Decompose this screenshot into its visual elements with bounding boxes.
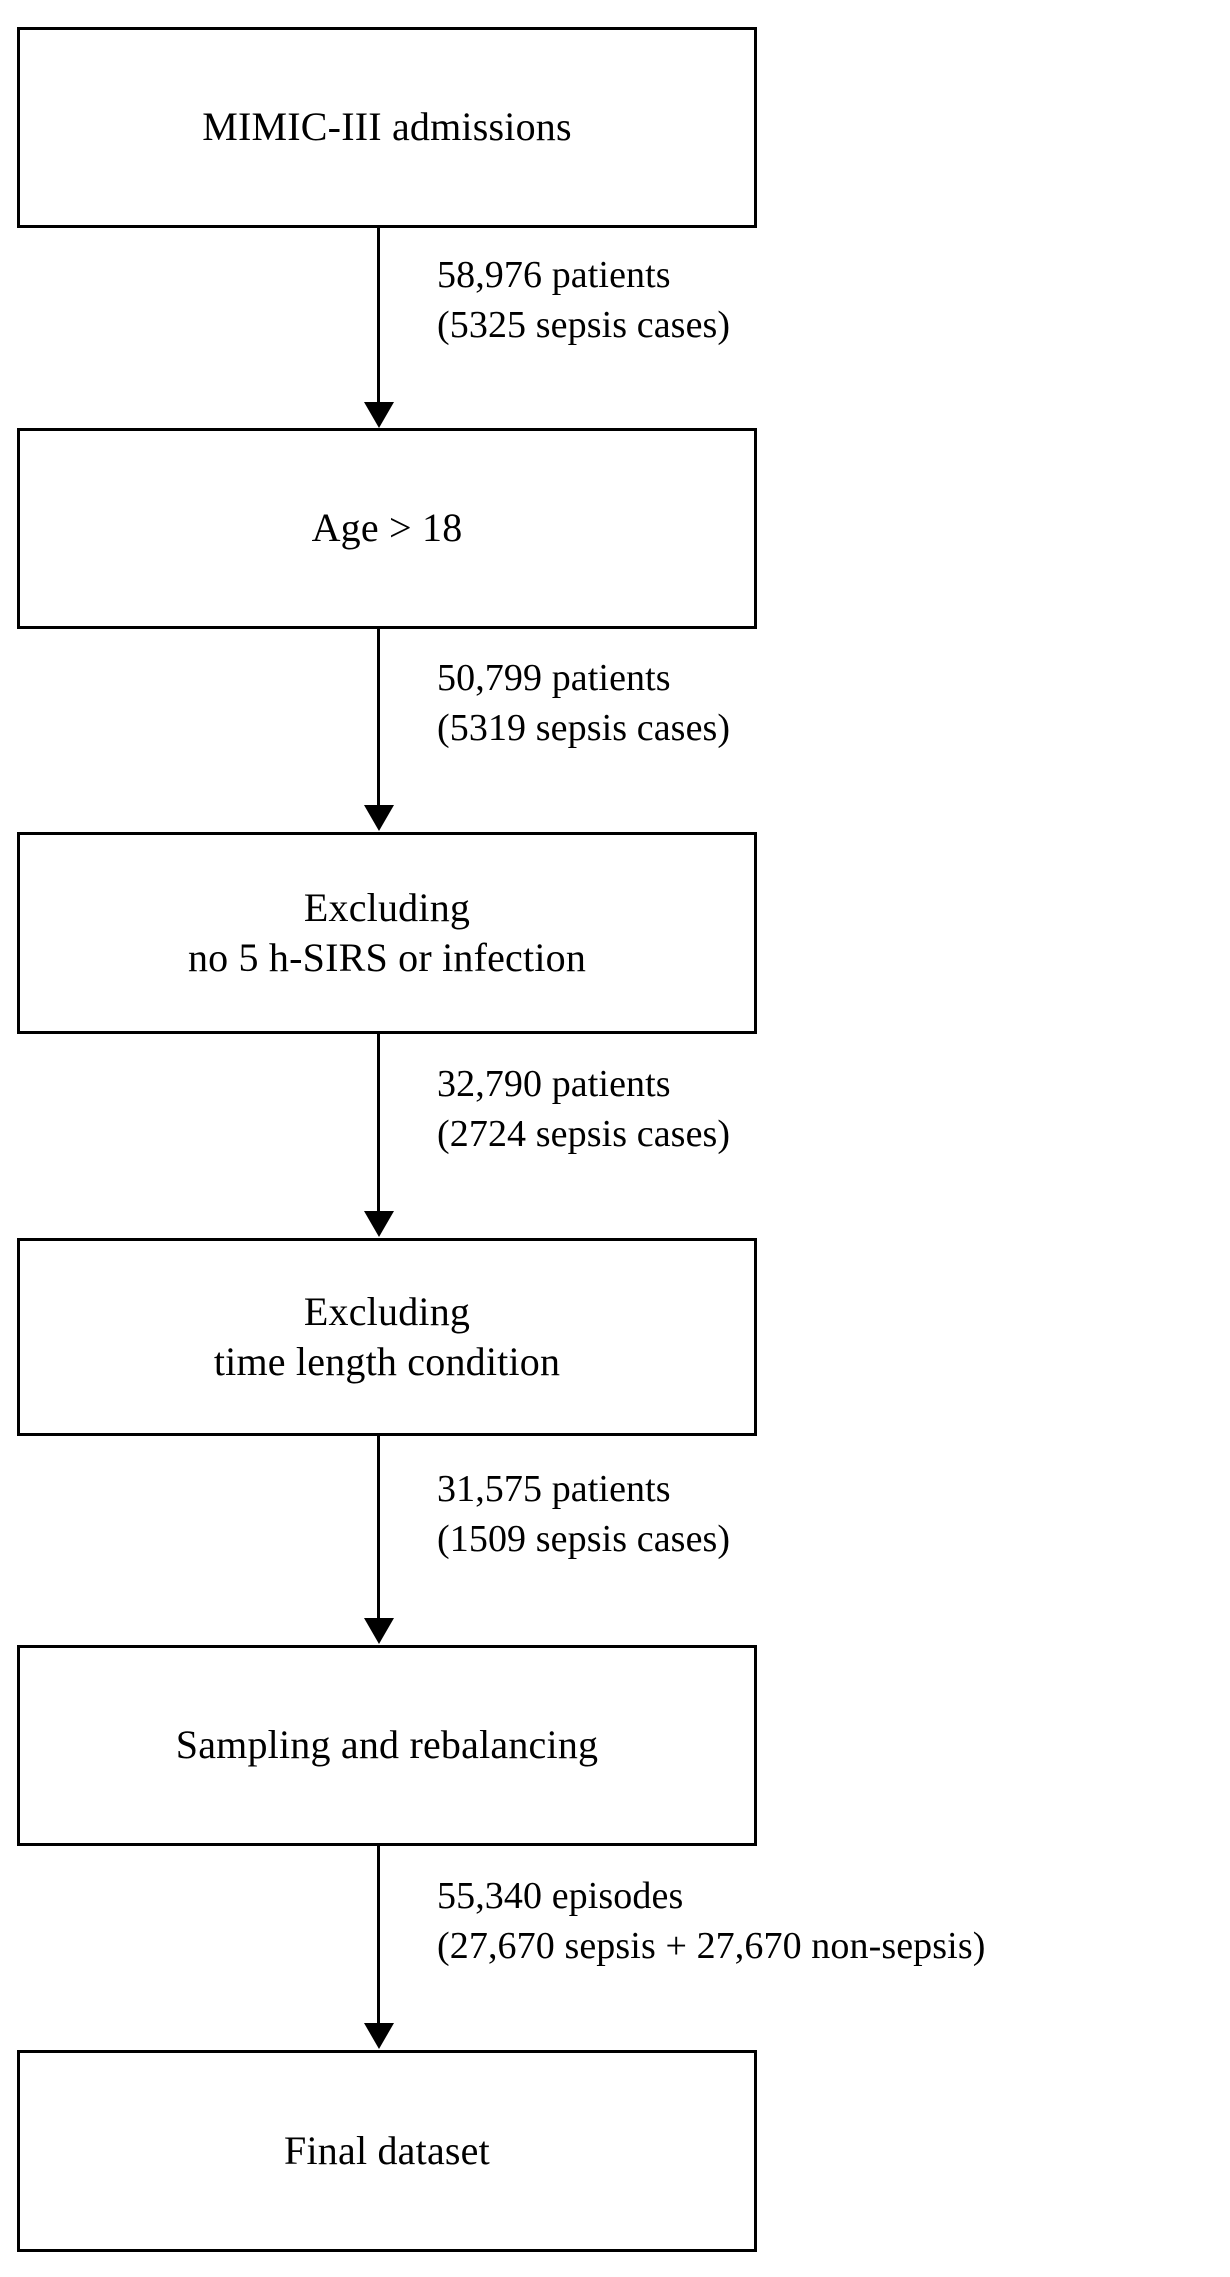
connector-label: 32,790 patients (2724 sepsis cases)	[437, 1063, 731, 1156]
arrow-down-icon	[364, 2023, 394, 2049]
flow-node-label: Sampling and rebalancing	[175, 1722, 599, 1768]
connector-line	[377, 228, 380, 404]
flow-node-label: Age > 18	[311, 505, 463, 551]
connector-label: 50,799 patients (5319 sepsis cases)	[437, 657, 731, 750]
connector-line	[377, 1034, 380, 1213]
flow-node-final-dataset: Final dataset	[17, 2050, 757, 2252]
flow-node-exclude-sirs-infection: Excluding no 5 h-SIRS or infection	[17, 832, 757, 1034]
flow-node-mimic-iii-admissions: MIMIC-III admissions	[17, 27, 757, 228]
connector-line	[377, 1436, 380, 1620]
flow-node-label: MIMIC-III admissions	[202, 104, 572, 150]
connector-line	[377, 1846, 380, 2025]
connector-label: 31,575 patients (1509 sepsis cases)	[437, 1468, 731, 1561]
flow-connector-1: 58,976 patients (5325 sepsis cases)	[0, 228, 1230, 428]
arrow-down-icon	[364, 1211, 394, 1237]
connector-label: 55,340 episodes (27,670 sepsis + 27,670 …	[437, 1875, 986, 1968]
flow-node-label: Excluding time length condition	[213, 1288, 561, 1384]
flow-node-label: Excluding no 5 h-SIRS or infection	[187, 884, 587, 980]
flow-connector-2: 50,799 patients (5319 sepsis cases)	[0, 629, 1230, 832]
arrow-down-icon	[364, 805, 394, 831]
flow-node-sampling-rebalancing: Sampling and rebalancing	[17, 1645, 757, 1846]
flow-connector-5: 55,340 episodes (27,670 sepsis + 27,670 …	[0, 1846, 1230, 2050]
flow-node-age-filter: Age > 18	[17, 428, 757, 629]
connector-line	[377, 629, 380, 807]
flow-connector-3: 32,790 patients (2724 sepsis cases)	[0, 1034, 1230, 1238]
connector-label: 58,976 patients (5325 sepsis cases)	[437, 254, 731, 347]
flow-node-label: Final dataset	[284, 2127, 490, 2173]
arrow-down-icon	[364, 402, 394, 428]
flow-node-exclude-time-length: Excluding time length condition	[17, 1238, 757, 1436]
arrow-down-icon	[364, 1618, 394, 1644]
flow-connector-4: 31,575 patients (1509 sepsis cases)	[0, 1436, 1230, 1645]
